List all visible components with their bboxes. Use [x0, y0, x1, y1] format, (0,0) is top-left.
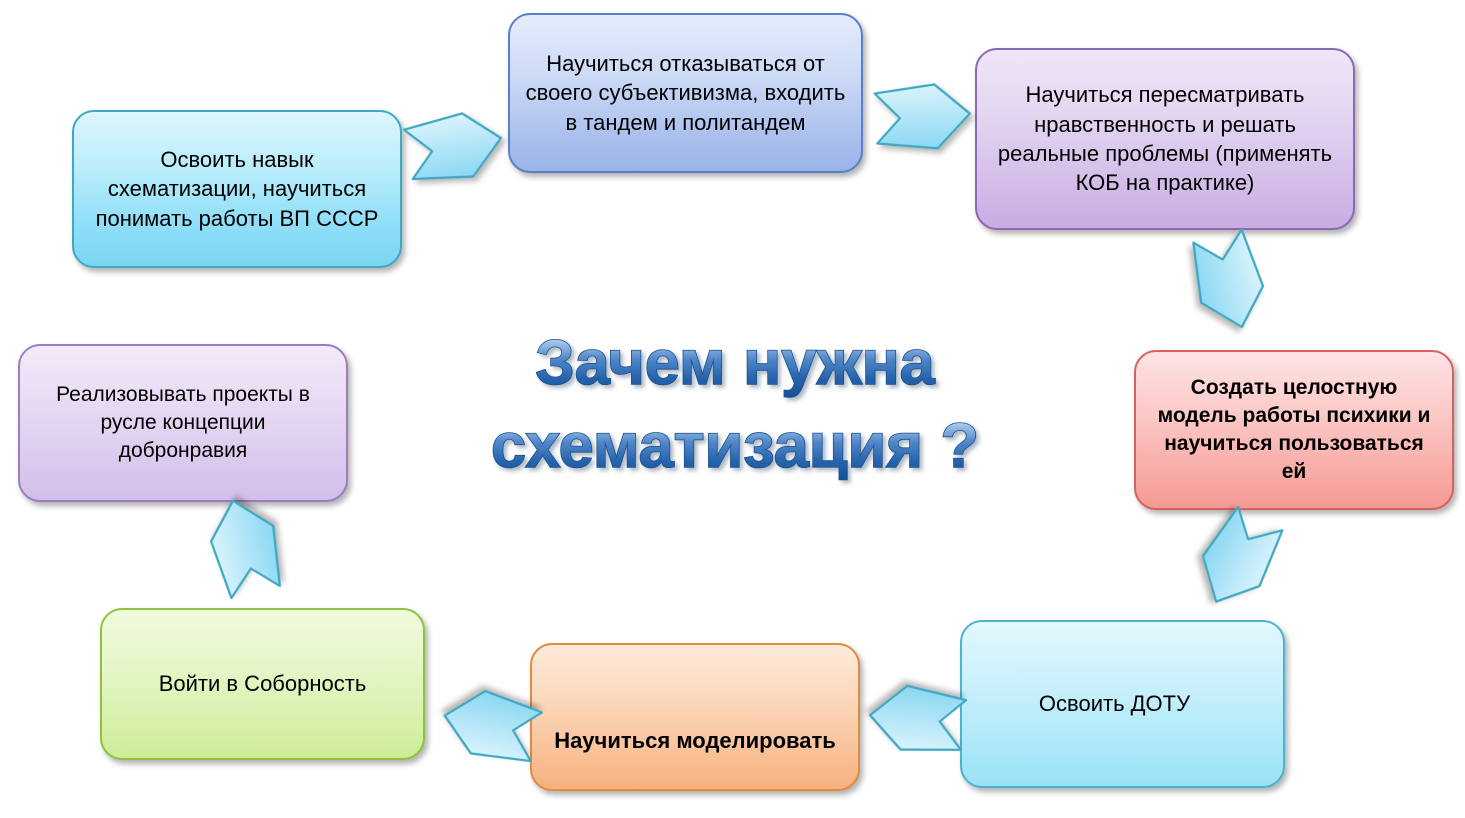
arrow-6-to-7	[432, 674, 547, 774]
page-title: Зачем нужна схематизация ?	[455, 318, 1015, 500]
box-peresmatrivat-nravstvennost[interactable]: Научиться пересматривать нравственность …	[975, 48, 1355, 230]
arrow-1-to-2	[400, 100, 512, 196]
box-nauchitsya-otkazyvatsya-label: Научиться отказываться от своего субъект…	[525, 50, 846, 135]
box-peresmatrivat-nravstvennost-label: Научиться пересматривать нравственность …	[997, 82, 1333, 196]
box-sozdat-model-psihiki-label: Создать целостную модель работы психики …	[1157, 375, 1431, 484]
box-nauchitsya-modelirovat[interactable]: Научиться моделировать	[530, 643, 860, 791]
box-nauchitsya-otkazyvatsya[interactable]: Научиться отказываться от своего субъект…	[508, 13, 863, 173]
box-osvoit-dotu[interactable]: Освоить ДОТУ	[960, 620, 1285, 788]
box-nauchitsya-modelirovat-label: Научиться моделировать	[554, 727, 836, 753]
arrow-4-to-5	[1177, 497, 1295, 623]
box-realizovyvat-proekty[interactable]: Реализовывать проекты в русле концепции …	[18, 344, 348, 502]
title-line-1: Зачем нужна	[535, 328, 935, 398]
title-line-2: схематизация ?	[491, 411, 979, 481]
box-realizovyvat-proekty-label: Реализовывать проекты в русле концепции …	[56, 382, 310, 463]
box-osvoit-navyk-label: Освоить навык схематизации, научиться по…	[95, 146, 379, 231]
box-sozdat-model-psihiki[interactable]: Создать целостную модель работы психики …	[1134, 350, 1454, 510]
arrow-5-to-6	[862, 673, 970, 763]
box-osvoit-navyk[interactable]: Освоить навык схематизации, научиться по…	[72, 110, 402, 268]
arrow-7-to-8	[195, 487, 297, 603]
title-wordart: Зачем нужна схематизация ?	[490, 327, 980, 482]
box-voyti-v-sobornost-label: Войти в Соборность	[158, 671, 367, 697]
arrow-2-to-3	[872, 75, 976, 160]
box-osvoit-dotu-label: Освоить ДОТУ	[1038, 691, 1191, 717]
arrow-3-to-4	[1176, 224, 1279, 341]
box-voyti-v-sobornost[interactable]: Войти в Соборность	[100, 608, 425, 760]
